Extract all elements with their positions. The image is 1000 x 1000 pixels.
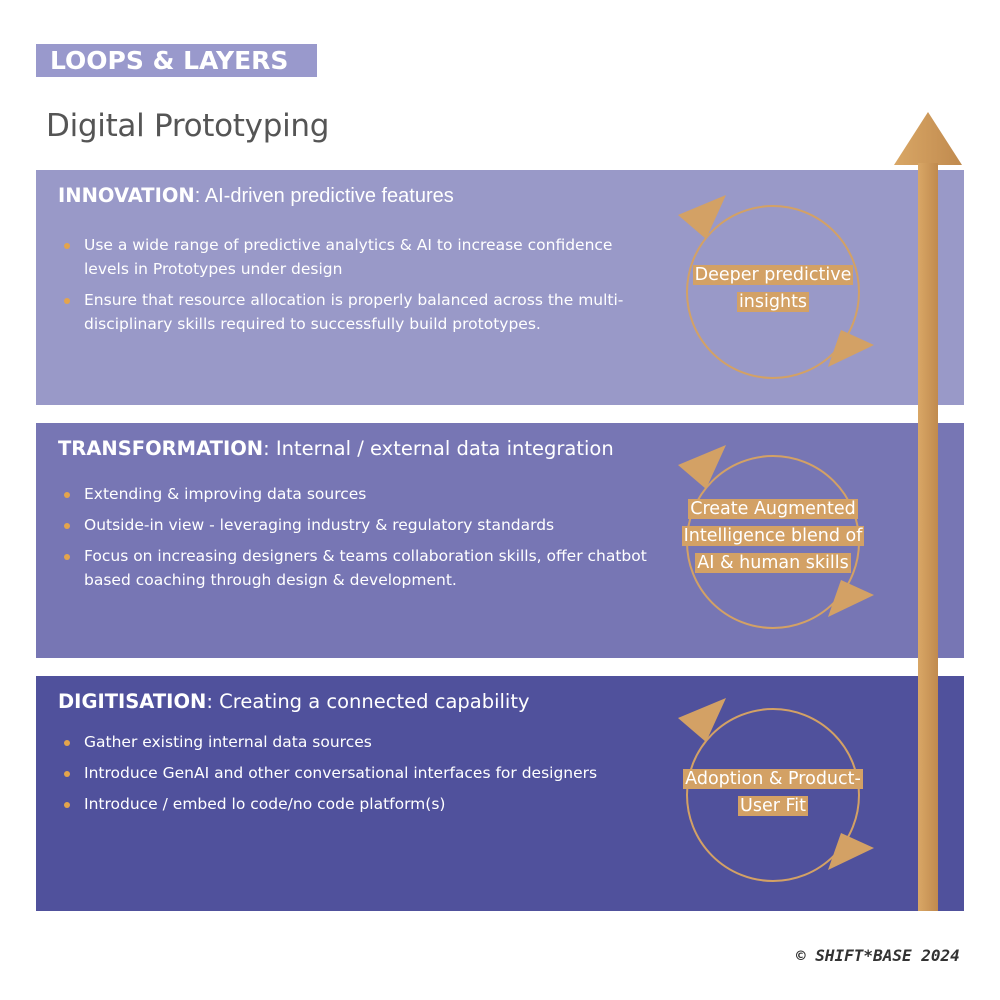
copyright-footer: © SHIFT*BASE 2024 xyxy=(796,946,960,965)
cycle-diagram: Deeper predictive insights xyxy=(668,187,878,397)
layer-keyword: TRANSFORMATION xyxy=(58,437,264,460)
up-arrow-icon xyxy=(890,110,966,920)
layer-heading: TRANSFORMATION: Internal / external data… xyxy=(58,437,614,460)
up-arrow-graphic xyxy=(894,112,962,911)
cycle-label: Deeper predictive insights xyxy=(692,265,854,312)
layer-subtitle: : AI-driven predictive features xyxy=(194,185,454,207)
list-item: Introduce GenAI and other conversational… xyxy=(64,761,684,785)
list-item: Introduce / embed lo code/no code platfo… xyxy=(64,792,684,816)
list-item: Use a wide range of predictive analytics… xyxy=(64,233,654,281)
layer-transformation: TRANSFORMATION: Internal / external data… xyxy=(36,423,964,658)
layer-keyword: INNOVATION xyxy=(58,184,195,207)
page-title: Digital Prototyping xyxy=(46,108,330,144)
list-item: Outside-in view - leveraging industry & … xyxy=(64,513,654,537)
layer-keyword: DIGITISATION xyxy=(58,690,207,713)
cycle-diagram: Create Augmented Intelligence blend of A… xyxy=(668,437,878,647)
list-item: Extending & improving data sources xyxy=(64,482,654,506)
bullet-icon xyxy=(64,802,70,808)
bullet-list: Extending & improving data sources Outsi… xyxy=(64,482,654,599)
bullet-icon xyxy=(64,771,70,777)
bullet-list: Gather existing internal data sources In… xyxy=(64,730,684,823)
list-item: Focus on increasing designers & teams co… xyxy=(64,544,654,592)
bullet-icon xyxy=(64,243,70,249)
bullet-icon xyxy=(64,740,70,746)
layer-heading: DIGITISATION: Creating a connected capab… xyxy=(58,690,530,713)
layer-heading: INNOVATION: AI-driven predictive feature… xyxy=(58,184,454,208)
cycle-label: Adoption & Product-User Fit xyxy=(683,769,863,816)
cycle-diagram: Adoption & Product-User Fit xyxy=(668,690,878,900)
bullet-icon xyxy=(64,554,70,560)
bullet-icon xyxy=(64,492,70,498)
layer-innovation: INNOVATION: AI-driven predictive feature… xyxy=(36,170,964,405)
layer-digitisation: DIGITISATION: Creating a connected capab… xyxy=(36,676,964,911)
layer-subtitle: : Internal / external data integration xyxy=(263,437,614,460)
layer-subtitle: : Creating a connected capability xyxy=(206,690,530,713)
cycle-label: Create Augmented Intelligence blend of A… xyxy=(681,499,865,573)
section-tag: LOOPS & LAYERS xyxy=(36,44,317,77)
bullet-icon xyxy=(64,523,70,529)
list-item: Gather existing internal data sources xyxy=(64,730,684,754)
list-item: Ensure that resource allocation is prope… xyxy=(64,288,654,336)
cycle-arrows-icon xyxy=(678,195,874,379)
bullet-icon xyxy=(64,298,70,304)
cycle-arrows-icon xyxy=(678,698,874,882)
bullet-list: Use a wide range of predictive analytics… xyxy=(64,233,654,343)
